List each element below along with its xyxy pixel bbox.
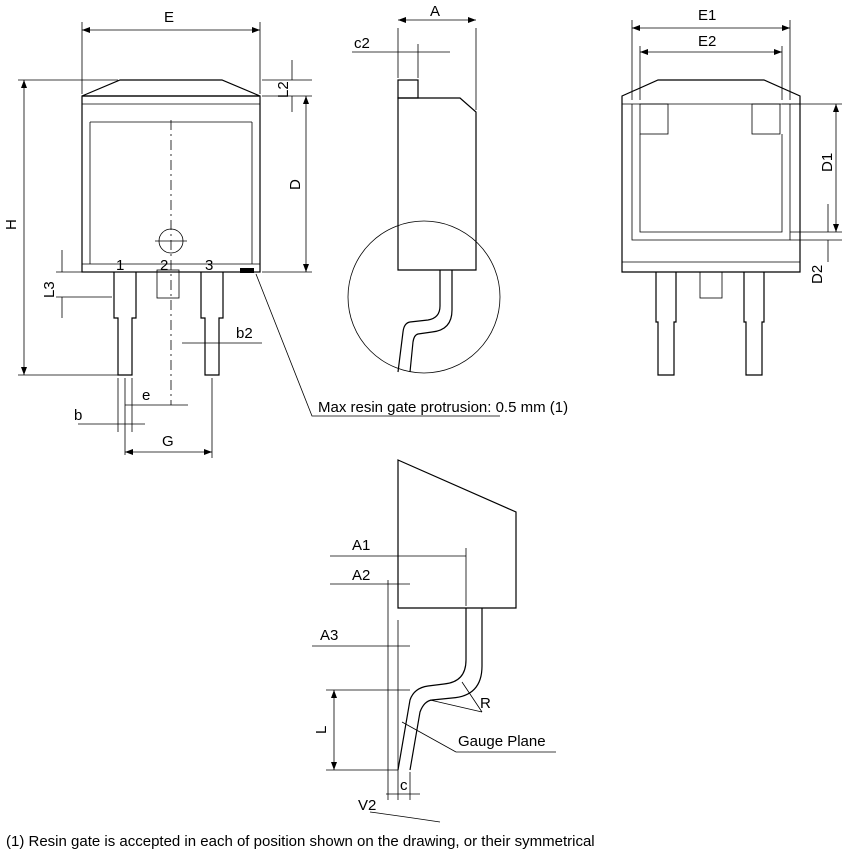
dim-D2: D2 bbox=[809, 265, 826, 284]
dim-A: A bbox=[430, 3, 440, 20]
back-view bbox=[621, 20, 842, 376]
dim-A1: A1 bbox=[352, 537, 370, 554]
dim-c: c bbox=[400, 777, 408, 794]
pin-label-1: 1 bbox=[116, 257, 124, 274]
dim-L: L bbox=[313, 726, 330, 734]
dim-E: E bbox=[164, 9, 174, 26]
dim-c2: c2 bbox=[354, 35, 370, 52]
dim-b2: b2 bbox=[236, 325, 253, 342]
dim-G: G bbox=[162, 433, 174, 450]
pin-label-3: 3 bbox=[205, 257, 213, 274]
dim-L3: L3 bbox=[41, 281, 58, 298]
dim-E1: E1 bbox=[698, 7, 716, 24]
dim-D: D bbox=[287, 179, 304, 190]
resin-gate-note: Max resin gate protrusion: 0.5 mm (1) bbox=[318, 399, 568, 416]
dim-V2: V2 bbox=[358, 797, 376, 814]
dim-H: H bbox=[3, 219, 20, 230]
dim-L2: L2 bbox=[275, 81, 292, 98]
dim-D1: D1 bbox=[819, 153, 836, 172]
dim-b: b bbox=[74, 407, 82, 424]
side-view bbox=[347, 17, 501, 374]
dim-A2: A2 bbox=[352, 567, 370, 584]
dim-E2: E2 bbox=[698, 33, 716, 50]
front-view bbox=[18, 22, 500, 458]
dim-A3: A3 bbox=[320, 627, 338, 644]
dim-e: e bbox=[142, 387, 150, 404]
footnote: (1) Resin gate is accepted in each of po… bbox=[6, 833, 595, 850]
gauge-plane-label: Gauge Plane bbox=[458, 733, 546, 750]
lead-detail-view bbox=[312, 459, 556, 823]
dim-R: R bbox=[480, 695, 491, 712]
pin-label-2: 2 bbox=[160, 257, 168, 274]
